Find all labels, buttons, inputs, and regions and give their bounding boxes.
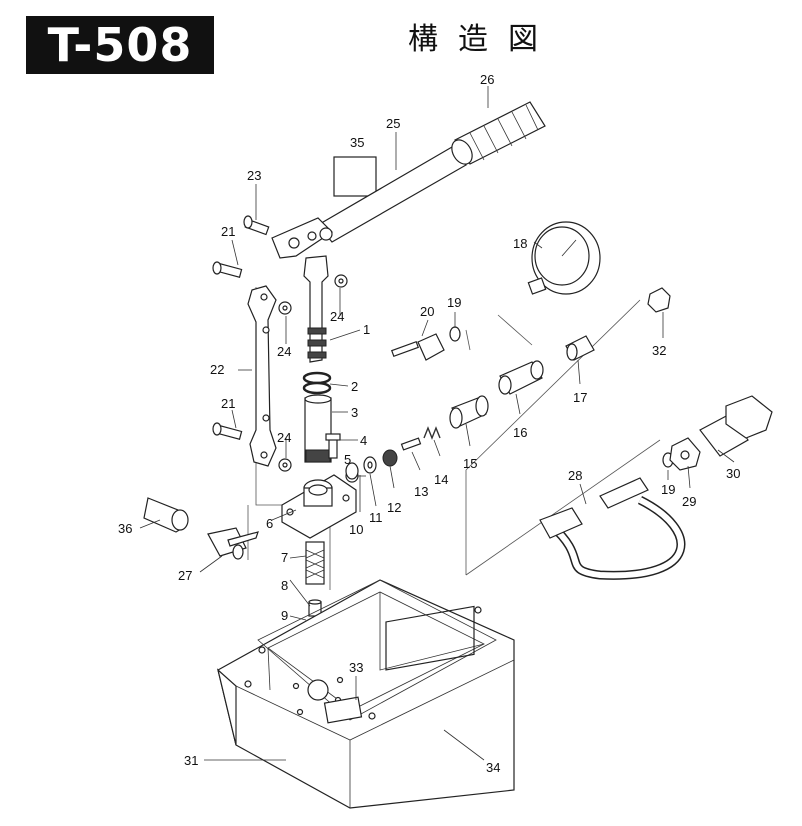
callout-3: 3 xyxy=(351,405,358,420)
callout-23: 23 xyxy=(247,168,261,183)
leader-lines xyxy=(139,86,735,761)
callout-18: 18 xyxy=(513,236,527,251)
callout-22: 22 xyxy=(210,362,224,377)
handle-grip xyxy=(451,101,546,165)
callout-26: 26 xyxy=(480,72,494,87)
pin-13 xyxy=(400,437,422,451)
callout-34: 34 xyxy=(486,760,500,775)
screw xyxy=(325,433,341,459)
label-plate-35 xyxy=(333,156,377,197)
washer-10 xyxy=(345,462,359,480)
filter xyxy=(305,541,325,585)
callout-32: 32 xyxy=(652,343,666,358)
washer-19-a xyxy=(449,326,461,342)
callout-31: 31 xyxy=(184,753,198,768)
spring-14 xyxy=(423,426,441,440)
callout-21b: 21 xyxy=(221,396,235,411)
callout-24a: 24 xyxy=(330,309,344,324)
callout-21a: 21 xyxy=(221,224,235,239)
cylinder xyxy=(304,394,332,463)
callout-6: 6 xyxy=(266,516,273,531)
washer-24-c xyxy=(278,458,292,472)
spring-valve-12 xyxy=(382,449,398,467)
pump-body xyxy=(281,474,357,539)
callout-2: 2 xyxy=(351,379,358,394)
callout-28: 28 xyxy=(568,468,582,483)
callout-27: 27 xyxy=(178,568,192,583)
hose xyxy=(539,477,686,580)
callout-19b: 19 xyxy=(661,482,675,497)
callout-9: 9 xyxy=(281,608,288,623)
piston-rod xyxy=(303,255,329,363)
callout-35: 35 xyxy=(350,135,364,150)
link-arm xyxy=(247,285,277,467)
fitting-17 xyxy=(565,335,595,361)
callout-24b: 24 xyxy=(277,344,291,359)
pin-23 xyxy=(243,215,270,236)
handle-lever xyxy=(271,146,467,259)
pin-21-upper xyxy=(212,261,243,278)
ball-valve-27 xyxy=(207,527,259,560)
diagram-title: 構造図 xyxy=(408,22,558,57)
valve-cock-20 xyxy=(390,333,445,361)
pin-21-lower xyxy=(212,422,243,440)
callout-24c: 24 xyxy=(277,430,291,445)
coupler-29 xyxy=(669,437,701,471)
callout-13: 13 xyxy=(414,484,428,499)
callout-5: 5 xyxy=(344,452,351,467)
callout-33: 33 xyxy=(349,660,363,675)
callout-12: 12 xyxy=(387,500,401,515)
callout-20: 20 xyxy=(420,304,434,319)
o-rings xyxy=(302,371,332,395)
callout-16: 16 xyxy=(513,425,527,440)
callout-labels: 1 2 3 4 5 6 7 8 9 10 11 12 13 14 15 16 1… xyxy=(118,72,740,775)
callout-19a: 19 xyxy=(447,295,461,310)
callout-7: 7 xyxy=(281,550,288,565)
callout-25: 25 xyxy=(386,116,400,131)
model-badge: T-508 xyxy=(26,16,214,74)
coupler-30 xyxy=(699,395,773,457)
callout-17: 17 xyxy=(573,390,587,405)
callout-15: 15 xyxy=(463,456,477,471)
cap-nut xyxy=(647,287,671,313)
connector-16 xyxy=(498,360,544,395)
callout-30: 30 xyxy=(726,466,740,481)
washer-24-a xyxy=(334,274,348,288)
callout-8: 8 xyxy=(281,578,288,593)
callout-10: 10 xyxy=(349,522,363,537)
callout-29: 29 xyxy=(682,494,696,509)
callout-4: 4 xyxy=(360,433,367,448)
washer-11 xyxy=(363,456,377,474)
washer-24-b xyxy=(278,301,292,315)
callout-1: 1 xyxy=(363,322,370,337)
tank xyxy=(216,579,515,809)
pressure-gauge xyxy=(527,221,601,295)
callout-14: 14 xyxy=(434,472,448,487)
fitting-15 xyxy=(449,395,489,429)
callout-11: 11 xyxy=(369,510,383,525)
callout-36: 36 xyxy=(118,521,132,536)
quick-coupler-36 xyxy=(143,497,189,533)
valve-8 xyxy=(308,599,322,617)
